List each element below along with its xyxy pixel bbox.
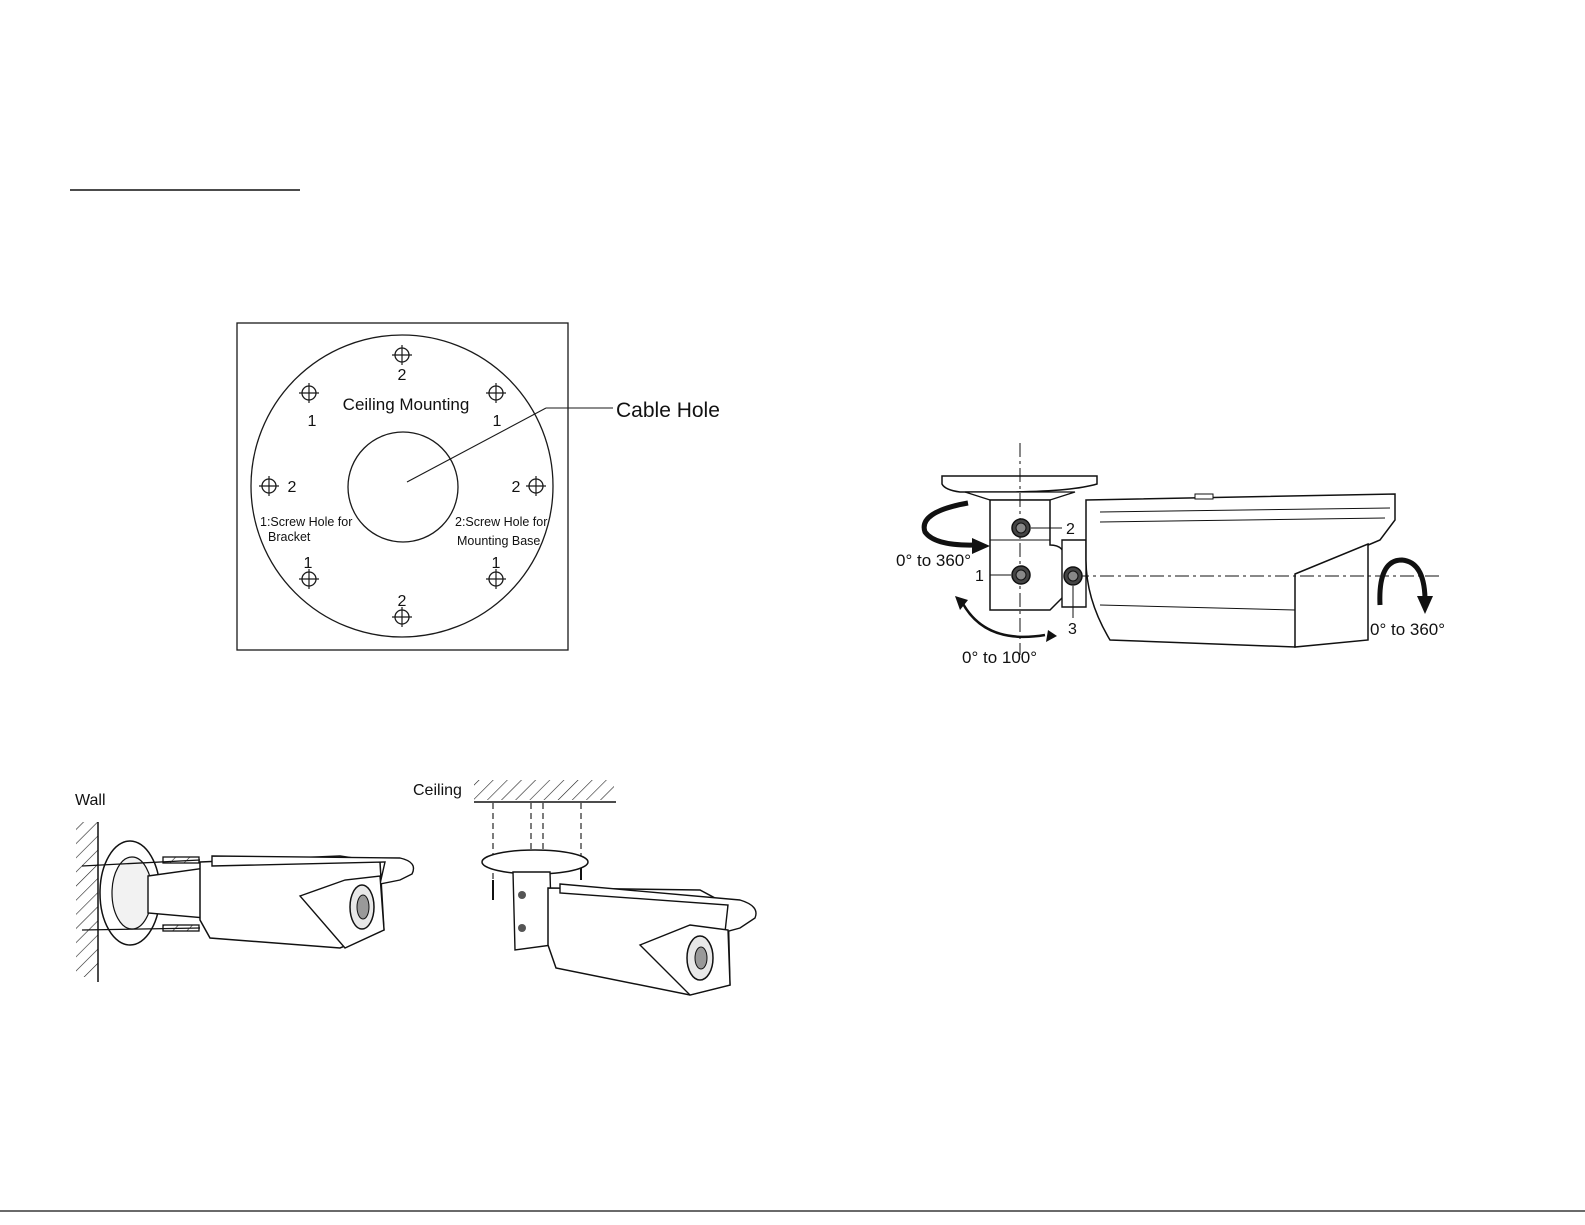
tilt-range-label: 0° to 100° [962,648,1037,667]
screw-2-label: 2 [1066,521,1075,538]
legend-base-line1: 2:Screw Hole for [455,515,547,529]
screw-hole-bottom-right-icon [486,569,506,589]
hole-label-bottom-right: 1 [492,555,501,572]
legend-bracket-line2: Bracket [268,530,311,544]
ceiling-hatch [474,780,614,800]
pan-arrow-icon [924,503,975,545]
ceiling-label: Ceiling [413,782,462,799]
hole-label-top-left: 1 [308,413,317,430]
hole-label-top-right: 1 [493,413,502,430]
ceiling-mount-base [482,850,588,874]
wall-mount-illustration: Wall [75,792,414,982]
adjust-bracket [990,500,1065,610]
screw-1-icon [1012,566,1030,584]
screw-1-label: 1 [975,568,984,585]
hole-label-left: 2 [288,479,297,496]
wall-mount-arm [148,868,205,918]
screw-hole-top-right-icon [486,383,506,403]
screw-hole-right-icon [526,476,546,496]
adjustment-illustration: 2 1 3 0° to 360° 0° to 100° 0° to 360° [896,443,1445,667]
hole-label-top: 2 [398,367,407,384]
hole-label-bottom-left: 1 [304,555,313,572]
cable-hole-leader [407,408,546,482]
screw-hole-bottom-left-icon [299,569,319,589]
screw-hole-left-icon [259,476,279,496]
screw-3-icon [1064,567,1082,585]
legend-bracket-line1: 1:Screw Hole for [260,515,352,529]
pan-range-label: 0° to 360° [896,551,971,570]
wall-label: Wall [75,792,106,809]
ceiling-mount-illustration: Ceiling [413,780,756,995]
screw-2-icon [1012,519,1030,537]
template-title: Ceiling Mounting [343,395,470,414]
hole-label-right: 2 [512,479,521,496]
legend-base-line2: Mounting Base [457,534,540,548]
cable-hole-label: Cable Hole [616,399,720,422]
rotation-range-label: 0° to 360° [1370,620,1445,639]
ceiling-mount-arm [513,872,552,950]
cable-hole-circle [348,432,458,542]
screw-hole-top-left-icon [299,383,319,403]
drill-template: 2 1 1 2 2 1 1 2 Ceiling Mounting Cable H… [237,323,720,650]
screw-3-label: 3 [1068,621,1077,638]
hole-label-bottom: 2 [398,593,407,610]
wall-hatch [76,822,98,977]
screw-hole-bottom-icon [392,607,412,627]
screw-hole-top-icon [392,345,412,365]
